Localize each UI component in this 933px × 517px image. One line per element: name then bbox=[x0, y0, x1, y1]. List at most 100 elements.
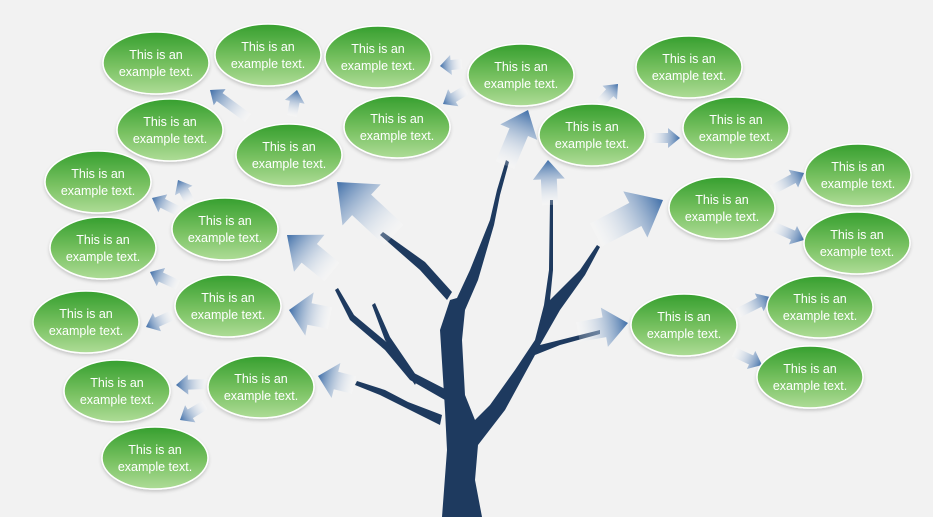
node-bubble: This is an example text. bbox=[63, 359, 171, 423]
node-label-line1: This is an bbox=[657, 310, 711, 324]
node-label-line1: This is an bbox=[494, 60, 548, 74]
node-ellipse bbox=[235, 123, 343, 187]
node-label-line1: This is an bbox=[695, 193, 749, 207]
node-label-line1: This is an bbox=[90, 376, 144, 390]
arrow-icon bbox=[650, 128, 680, 148]
node-label-line1: This is an bbox=[262, 140, 316, 154]
arrow-icon bbox=[440, 55, 463, 75]
node-label-line1: This is an bbox=[793, 292, 847, 306]
node-ellipse bbox=[171, 197, 279, 261]
node-bubble: This is an example text. bbox=[803, 211, 911, 275]
node-ellipse bbox=[49, 216, 157, 280]
arrow-icon bbox=[532, 160, 565, 206]
node-label-line1: This is an bbox=[129, 48, 183, 62]
arrow-icon bbox=[210, 89, 251, 122]
node-label-line2: example text. bbox=[783, 309, 857, 323]
node-label-line1: This is an bbox=[76, 233, 130, 247]
node-label-line2: example text. bbox=[820, 245, 894, 259]
node-ellipse bbox=[538, 103, 646, 167]
node-label-line2: example text. bbox=[821, 177, 895, 191]
node-label-line2: example text. bbox=[61, 184, 135, 198]
arrow-icon bbox=[495, 110, 538, 169]
node-label-line2: example text. bbox=[555, 137, 629, 151]
node-label-line1: This is an bbox=[234, 372, 288, 386]
node-ellipse bbox=[32, 290, 140, 354]
arrow-icon bbox=[596, 84, 618, 107]
node-label-line2: example text. bbox=[484, 77, 558, 91]
node-label-line1: This is an bbox=[198, 214, 252, 228]
node-ellipse bbox=[682, 96, 790, 160]
arrow-icon bbox=[150, 268, 181, 290]
node-label-line2: example text. bbox=[652, 69, 726, 83]
node-ellipse bbox=[766, 275, 874, 339]
node-label-line1: This is an bbox=[143, 115, 197, 129]
node-label-line2: example text. bbox=[133, 132, 207, 146]
node-label-line2: example text. bbox=[685, 210, 759, 224]
node-bubble: This is an example text. bbox=[116, 98, 224, 162]
arrow-icon bbox=[146, 310, 175, 332]
node-bubble: This is an example text. bbox=[635, 35, 743, 99]
node-bubble: This is an example text. bbox=[467, 43, 575, 107]
arrow-icon bbox=[770, 221, 804, 245]
node-ellipse bbox=[668, 176, 776, 240]
arrow-icon bbox=[176, 374, 209, 395]
node-label-line1: This is an bbox=[830, 228, 884, 242]
node-label-line1: This is an bbox=[783, 362, 837, 376]
node-ellipse bbox=[207, 355, 315, 419]
arrow-icon bbox=[289, 292, 333, 336]
arrow-icon bbox=[590, 191, 663, 247]
node-ellipse bbox=[630, 293, 738, 357]
node-label-line1: This is an bbox=[565, 120, 619, 134]
node-label-line2: example text. bbox=[49, 324, 123, 338]
node-bubble: This is an example text. bbox=[766, 275, 874, 339]
node-label-line1: This is an bbox=[709, 113, 763, 127]
tree-trunk bbox=[335, 160, 600, 517]
arrow-icon bbox=[284, 90, 305, 117]
arrow-icon bbox=[576, 307, 628, 347]
node-label-line2: example text. bbox=[118, 460, 192, 474]
node-ellipse bbox=[324, 25, 432, 89]
node-ellipse bbox=[101, 426, 209, 490]
node-label-line1: This is an bbox=[831, 160, 885, 174]
node-ellipse bbox=[635, 35, 743, 99]
node-bubble: This is an example text. bbox=[538, 103, 646, 167]
node-bubble: This is an example text. bbox=[235, 123, 343, 187]
node-label-line2: example text. bbox=[66, 250, 140, 264]
arrow-icon bbox=[287, 234, 340, 282]
arrow-icon bbox=[152, 194, 183, 217]
arrow-icon bbox=[175, 180, 195, 205]
node-bubble: This is an example text. bbox=[49, 216, 157, 280]
node-label-line2: example text. bbox=[191, 308, 265, 322]
node-label-line2: example text. bbox=[252, 157, 326, 171]
node-ellipse bbox=[343, 95, 451, 159]
node-label-line1: This is an bbox=[71, 167, 125, 181]
node-ellipse bbox=[804, 143, 912, 207]
arrow-icon bbox=[180, 400, 208, 423]
node-label-line2: example text. bbox=[80, 393, 154, 407]
node-bubble: This is an example text. bbox=[630, 293, 738, 357]
node-ellipse bbox=[63, 359, 171, 423]
node-bubble: This is an example text. bbox=[44, 150, 152, 214]
arrow-icon bbox=[443, 85, 469, 107]
node-ellipse bbox=[174, 274, 282, 338]
node-bubble: This is an example text. bbox=[343, 95, 451, 159]
arrow-icon bbox=[769, 169, 804, 195]
node-label-line2: example text. bbox=[341, 59, 415, 73]
arrow-icon bbox=[318, 363, 357, 398]
arrows-layer bbox=[146, 55, 804, 423]
node-label-line1: This is an bbox=[59, 307, 113, 321]
arrow-icon bbox=[731, 347, 762, 369]
node-label-line2: example text. bbox=[647, 327, 721, 341]
node-label-line2: example text. bbox=[360, 129, 434, 143]
node-label-line1: This is an bbox=[662, 52, 716, 66]
node-label-line2: example text. bbox=[188, 231, 262, 245]
node-ellipse bbox=[44, 150, 152, 214]
node-label-line2: example text. bbox=[699, 130, 773, 144]
node-ellipse bbox=[214, 23, 322, 87]
node-bubble: This is an example text. bbox=[682, 96, 790, 160]
node-label-line1: This is an bbox=[370, 112, 424, 126]
